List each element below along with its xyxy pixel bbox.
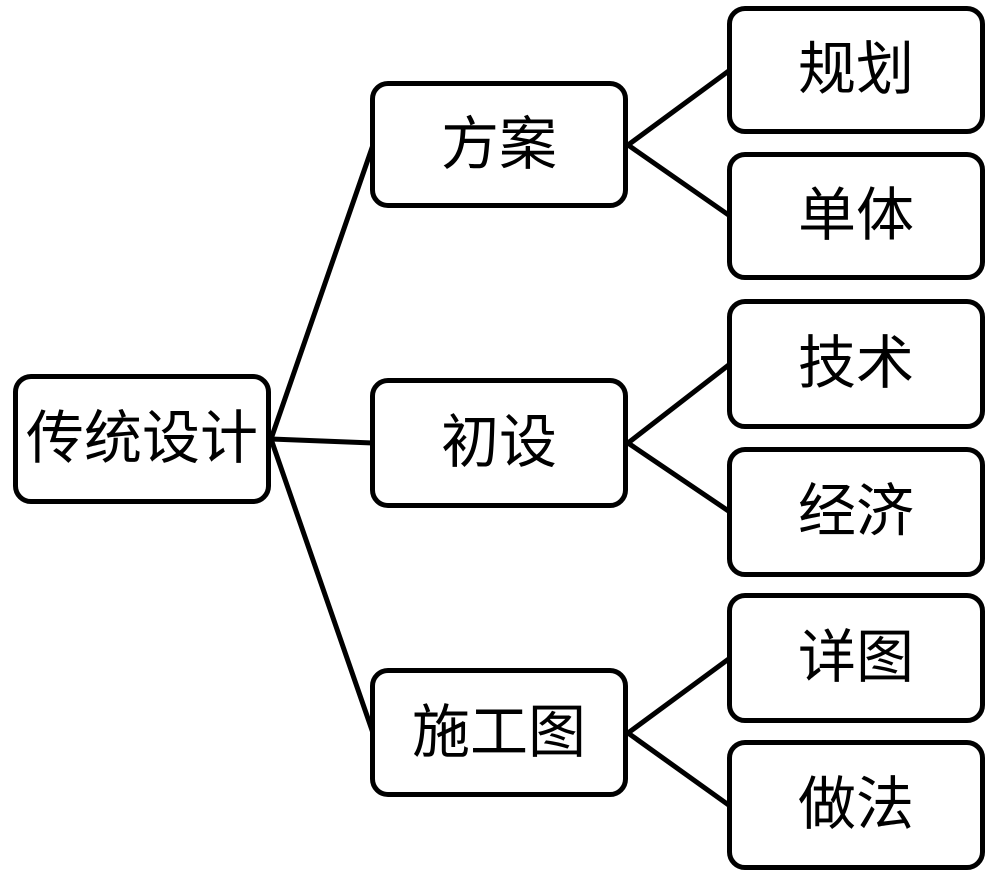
node-label: 施工图 (411, 699, 586, 765)
node-traditional-design: 传统设计 (13, 374, 271, 504)
node-economic: 经济 (727, 447, 985, 577)
node-single-building: 单体 (727, 152, 985, 280)
node-label: 规划 (797, 37, 914, 102)
node-label: 做法 (797, 772, 914, 837)
node-label: 方案 (440, 111, 557, 177)
node-label: 单体 (797, 183, 914, 248)
edge-construction-to-detail (625, 655, 733, 736)
node-label: 技术 (797, 331, 914, 396)
node-label: 详图 (797, 625, 914, 690)
node-construction-drawing: 施工图 (370, 668, 628, 797)
edge-plan-to-unit (625, 142, 733, 219)
node-label: 初设 (440, 410, 557, 475)
edge-plan-to-planning (625, 67, 733, 148)
node-scheme-design: 方案 (370, 81, 628, 208)
edge-root-to-plan (268, 142, 376, 442)
edge-prelim-to-economy (625, 440, 733, 515)
node-technical: 技术 (727, 299, 985, 429)
edge-construction-to-method (625, 730, 733, 809)
node-planning: 规划 (727, 6, 985, 134)
node-construction-method: 做法 (727, 740, 985, 870)
node-label: 经济 (797, 479, 914, 544)
edge-prelim-to-technology (625, 361, 733, 446)
edge-root-to-construction (268, 436, 376, 736)
node-label: 传统设计 (25, 406, 258, 471)
node-detail-drawing: 详图 (727, 593, 985, 723)
node-preliminary-design: 初设 (370, 378, 628, 508)
edge-root-to-prelim (268, 436, 376, 446)
